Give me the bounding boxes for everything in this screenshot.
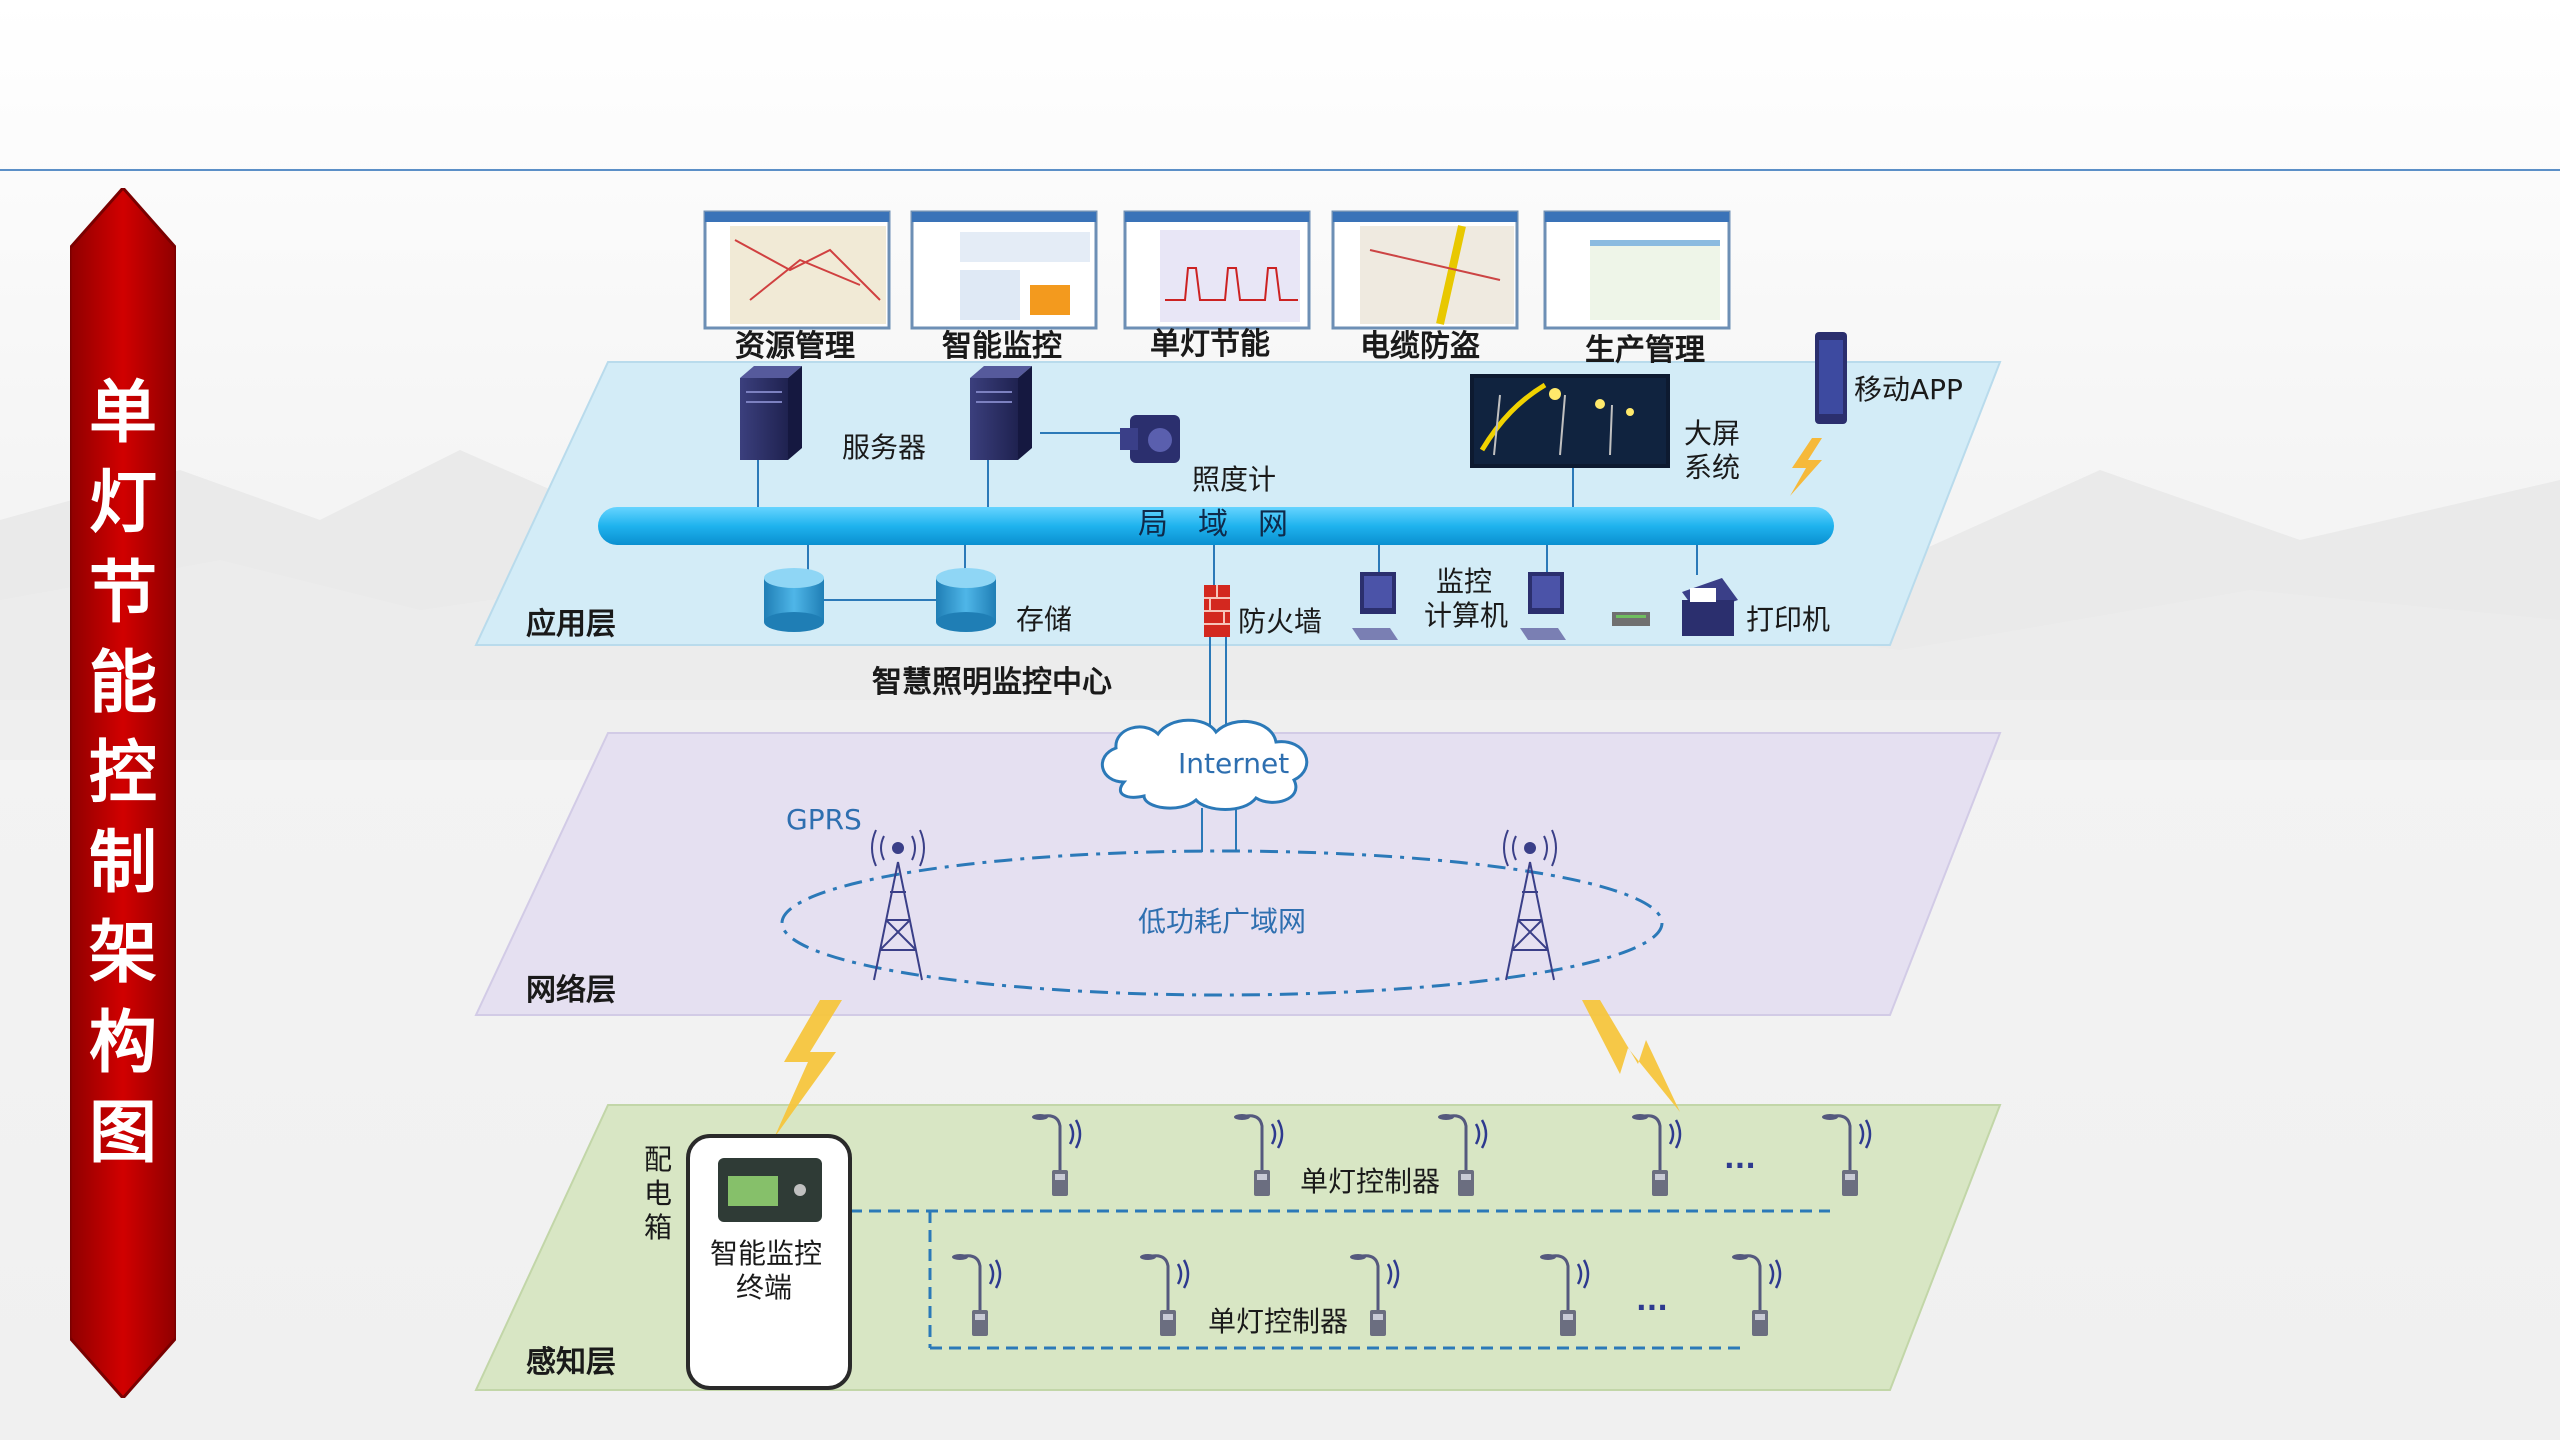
mobile-app-label: 移动APP (1854, 373, 1963, 406)
tower-icon-2 (1503, 829, 1557, 981)
title-char-5: 制 (88, 823, 157, 903)
ellipsis-row1: ··· (1724, 1149, 1756, 1182)
firewall-label: 防火墙 (1238, 605, 1323, 638)
dist-box-label-1: 配 (644, 1143, 673, 1176)
gprs-tower-icon (871, 829, 925, 981)
gprs-label: GPRS (786, 803, 862, 836)
monitor-computer-icon (1352, 572, 1650, 640)
page-title: 单灯节能控制架构图 (70, 368, 176, 1178)
dist-box-label-2: 电 (644, 1177, 673, 1210)
printer-icon (1682, 578, 1738, 636)
terminal-icon (686, 1134, 852, 1390)
big-screen-label-2: 系统 (1684, 451, 1741, 484)
terminal-label-2: 终端 (736, 1271, 793, 1304)
server-icon (740, 366, 802, 460)
controller-label-row1: 单灯控制器 (1300, 1165, 1441, 1198)
mobile-app-icon (1815, 332, 1847, 424)
app-screenshots (703, 210, 1731, 330)
title-char-3: 能 (88, 643, 157, 723)
internet-label: Internet (1178, 747, 1290, 780)
printer-label: 打印机 (1746, 603, 1831, 636)
sense-layer-label: 感知层 (526, 1345, 616, 1380)
app-production-management: 生产管理 (1585, 333, 1705, 368)
internet-cloud-icon (1100, 718, 1309, 811)
app-smart-monitoring: 智能监控 (942, 329, 1062, 364)
big-screen-label-1: 大屏 (1684, 417, 1741, 450)
lux-meter-label: 照度计 (1192, 463, 1277, 496)
monitor-pc-label-1: 监控 (1436, 565, 1493, 598)
lan-label: 局 域 网 (1138, 507, 1288, 542)
monitor-pc-label-2: 计算机 (1424, 599, 1509, 632)
ellipsis-row2: ··· (1636, 1291, 1668, 1324)
server-icon-2 (970, 366, 1032, 460)
storage-icon (764, 568, 996, 632)
app-layer-label: 应用层 (526, 607, 616, 642)
dist-box-label-3: 箱 (644, 1211, 673, 1244)
title-char-1: 灯 (88, 463, 157, 543)
title-char-7: 构 (88, 1003, 157, 1083)
title-char-8: 图 (88, 1093, 157, 1173)
title-char-6: 架 (88, 913, 157, 993)
lpwan-label: 低功耗广域网 (1138, 905, 1307, 938)
big-screen-icon (1470, 374, 1670, 468)
app-single-lamp-saving: 单灯节能 (1150, 327, 1270, 362)
storage-label: 存储 (1016, 603, 1073, 636)
title-char-0: 单 (88, 373, 157, 453)
firewall-icon (1204, 585, 1230, 637)
title-char-4: 控 (88, 733, 157, 813)
terminal-label-1: 智能监控 (710, 1237, 823, 1270)
app-cable-anti-theft: 电缆防盗 (1360, 329, 1480, 364)
server-label: 服务器 (842, 431, 927, 464)
network-layer-label: 网络层 (526, 973, 616, 1008)
title-char-2: 节 (88, 553, 157, 633)
lux-meter-icon (1120, 415, 1180, 463)
title-banner: 单灯节能控制架构图 (70, 188, 176, 1398)
app-resource-management: 资源管理 (735, 329, 855, 364)
monitoring-center-label: 智慧照明监控中心 (872, 665, 1112, 700)
controller-label-row2: 单灯控制器 (1208, 1305, 1349, 1338)
